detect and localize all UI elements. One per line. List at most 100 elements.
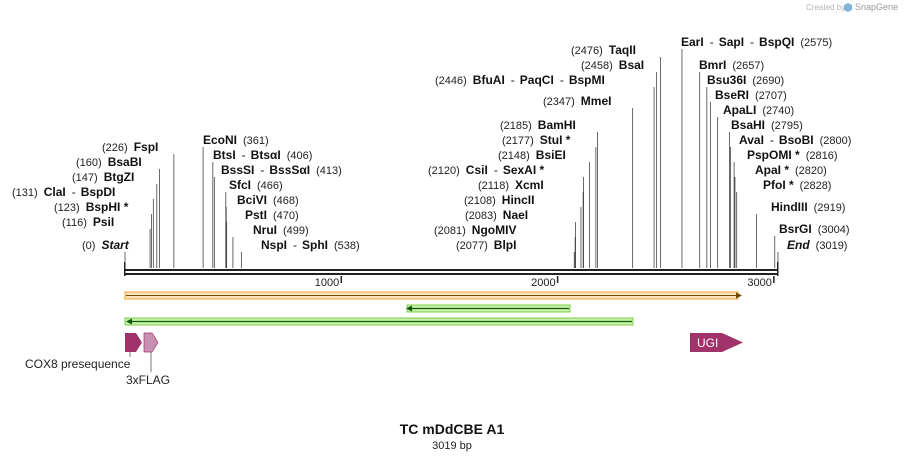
enzyme-site-label[interactable]: (2081)NgoMIV (434, 223, 516, 237)
enzyme-site-label[interactable]: (2458)BsaI (581, 58, 644, 72)
enzyme-position: (2816) (806, 150, 838, 162)
enzyme-site-label[interactable]: BtsI-BtsαI(406) (213, 148, 312, 162)
enzyme-name: BsaBI (108, 155, 142, 169)
backbone-bottom-strand (125, 273, 778, 275)
enzyme-site-label[interactable]: (131)ClaI-BspDI (12, 185, 115, 199)
enzyme-site-label[interactable]: (2148)BsiEI (498, 148, 566, 162)
enzyme-separator: - (242, 148, 246, 162)
enzyme-site-label[interactable]: PstI(470) (245, 208, 299, 222)
enzyme-position: (2919) (814, 202, 846, 214)
scale-tick-label: 1000 (315, 277, 339, 289)
scale-tick-label: 3000 (747, 277, 771, 289)
enzyme-name: BlpI (494, 238, 517, 252)
enzyme-position: (2657) (732, 60, 764, 72)
enzyme-name: BciVI (237, 193, 267, 207)
enzyme-position: (2347) (543, 96, 575, 108)
enzyme-name: SexAI * (503, 163, 545, 177)
enzyme-name: Bsu36I (707, 73, 746, 87)
backbone-end-cap (777, 262, 779, 276)
enzyme-name: PspOMI * (747, 148, 800, 162)
enzyme-name: NaeI (503, 208, 528, 222)
enzyme-name: SfcI (229, 178, 251, 192)
enzyme-site-label[interactable]: EarI-SapI-BspQI(2575) (681, 35, 832, 49)
enzyme-site-label[interactable]: PfoI *(2828) (763, 178, 831, 192)
full-length-orange-feature[interactable] (124, 291, 742, 300)
snapgene-logo-icon (844, 3, 852, 12)
enzyme-site-label[interactable]: BmrI(2657) (699, 58, 764, 72)
enzyme-position: (2108) (464, 195, 496, 207)
enzyme-name: BssSαI (269, 163, 310, 177)
enzyme-site-label[interactable]: (0)Start (82, 238, 130, 252)
enzyme-site-label[interactable]: (160)BsaBI (76, 155, 142, 169)
enzyme-site-label[interactable]: (123) BspHI * (54, 200, 129, 214)
enzyme-labels: (0)Start (116)PsiI(123) BspHI *(131)ClaI-B… (12, 35, 851, 252)
enzyme-separator: - (293, 238, 297, 252)
enzyme-name: BspHI * (86, 200, 129, 214)
snapgene-brand: SnapGene (855, 2, 898, 12)
enzyme-name: CsiI (466, 163, 488, 177)
enzyme-site-label[interactable]: (2185)BamHI (500, 118, 576, 132)
enzyme-position: (2476) (571, 45, 603, 57)
enzyme-site-label[interactable]: NspI-SphI(538) (261, 238, 360, 252)
flag-label: 3xFLAG (126, 373, 170, 387)
enzyme-name: BspQI (759, 35, 794, 49)
enzyme-site-label[interactable]: (2077)BlpI (456, 238, 516, 252)
enzyme-site-label[interactable]: BciVI (468) (237, 193, 299, 207)
enzyme-site-label[interactable]: ApaLI(2740) (723, 103, 794, 117)
green-feature-long[interactable] (124, 317, 634, 326)
ugi-arrow-icon[interactable] (690, 333, 743, 352)
enzyme-name: NspI (261, 238, 287, 252)
enzyme-position: (2118) (478, 180, 509, 192)
enzyme-site-label[interactable]: (2118) XcmI (478, 178, 544, 192)
enzyme-name: PaqCI (520, 73, 554, 87)
enzyme-separator: - (710, 35, 714, 49)
enzyme-site-label[interactable]: (2108)HincII (464, 193, 534, 207)
ugi-feature[interactable]: UGI (690, 333, 743, 352)
enzyme-position: (123) (54, 202, 80, 214)
enzyme-position: (468) (273, 195, 299, 207)
enzyme-name: AvaI (739, 133, 764, 147)
enzyme-site-label[interactable]: BsrGI(3004) (779, 222, 849, 236)
enzyme-name: PsiI (93, 215, 114, 229)
enzyme-site-label[interactable]: AvaI-BsoBI(2800) (739, 133, 851, 147)
enzyme-position: (0) (82, 240, 95, 252)
map-length-label: 3019 bp (432, 440, 472, 452)
enzyme-name: HindIII (771, 200, 808, 214)
enzyme-site-label[interactable]: (116)PsiI (62, 215, 114, 229)
enzyme-site-label[interactable]: (2446)BfuAI-PaqCI-BspMI (435, 73, 605, 87)
enzyme-site-label[interactable]: (2476)TaqII (571, 43, 636, 57)
enzyme-site-label[interactable]: SfcI(466) (229, 178, 283, 192)
enzyme-site-label[interactable]: BssSI-BssSαI(413) (221, 163, 342, 177)
enzyme-site-label[interactable]: BseRI(2707) (715, 88, 787, 102)
enzyme-position: (2575) (800, 37, 832, 49)
enzyme-position: (499) (283, 225, 309, 237)
enzyme-name: XcmI (515, 178, 544, 192)
enzyme-position: (2800) (820, 135, 852, 147)
enzyme-name: ApaI * (755, 163, 789, 177)
map-title: TC mDdCBE A1 (400, 421, 505, 437)
enzyme-name: EcoNI (203, 133, 237, 147)
enzyme-site-label[interactable]: EcoNI(361) (203, 133, 269, 147)
enzyme-name: BsaI (619, 58, 644, 72)
flag-arrow-icon[interactable] (143, 332, 159, 353)
enzyme-name: BsrGI (779, 222, 812, 236)
enzyme-site-label[interactable]: NruI(499) (253, 223, 309, 237)
enzyme-name: SapI (719, 35, 744, 49)
cox8-presequence-feature[interactable]: COX8 presequence (25, 333, 142, 371)
enzyme-site-label[interactable]: (2347)MmeI (543, 94, 611, 108)
green-feature-short[interactable] (406, 304, 571, 313)
enzyme-site-label[interactable]: HindIII (2919) (771, 200, 845, 214)
enzyme-site-label[interactable]: BsaHI(2795) (731, 118, 803, 132)
enzyme-site-label[interactable]: (2120)CsiI-SexAI * (428, 163, 544, 177)
enzyme-site-label[interactable]: (2177)StuI * (502, 133, 571, 147)
enzyme-position: (226) (102, 142, 128, 154)
enzyme-site-label[interactable]: Bsu36I(2690) (707, 73, 784, 87)
enzyme-site-label[interactable]: (2083)NaeI (465, 208, 528, 222)
enzyme-site-label[interactable]: ApaI *(2820) (755, 163, 827, 177)
enzyme-site-label[interactable]: PspOMI * (2816) (747, 148, 837, 162)
enzyme-site-label[interactable]: (226)FspI (102, 140, 158, 154)
enzyme-site-label[interactable]: End(3019) (787, 238, 847, 252)
enzyme-site-label[interactable]: (147)BtgZI (72, 170, 134, 184)
flag-feature[interactable]: 3xFLAG (126, 332, 170, 387)
cox8-arrow-icon[interactable] (125, 333, 142, 352)
